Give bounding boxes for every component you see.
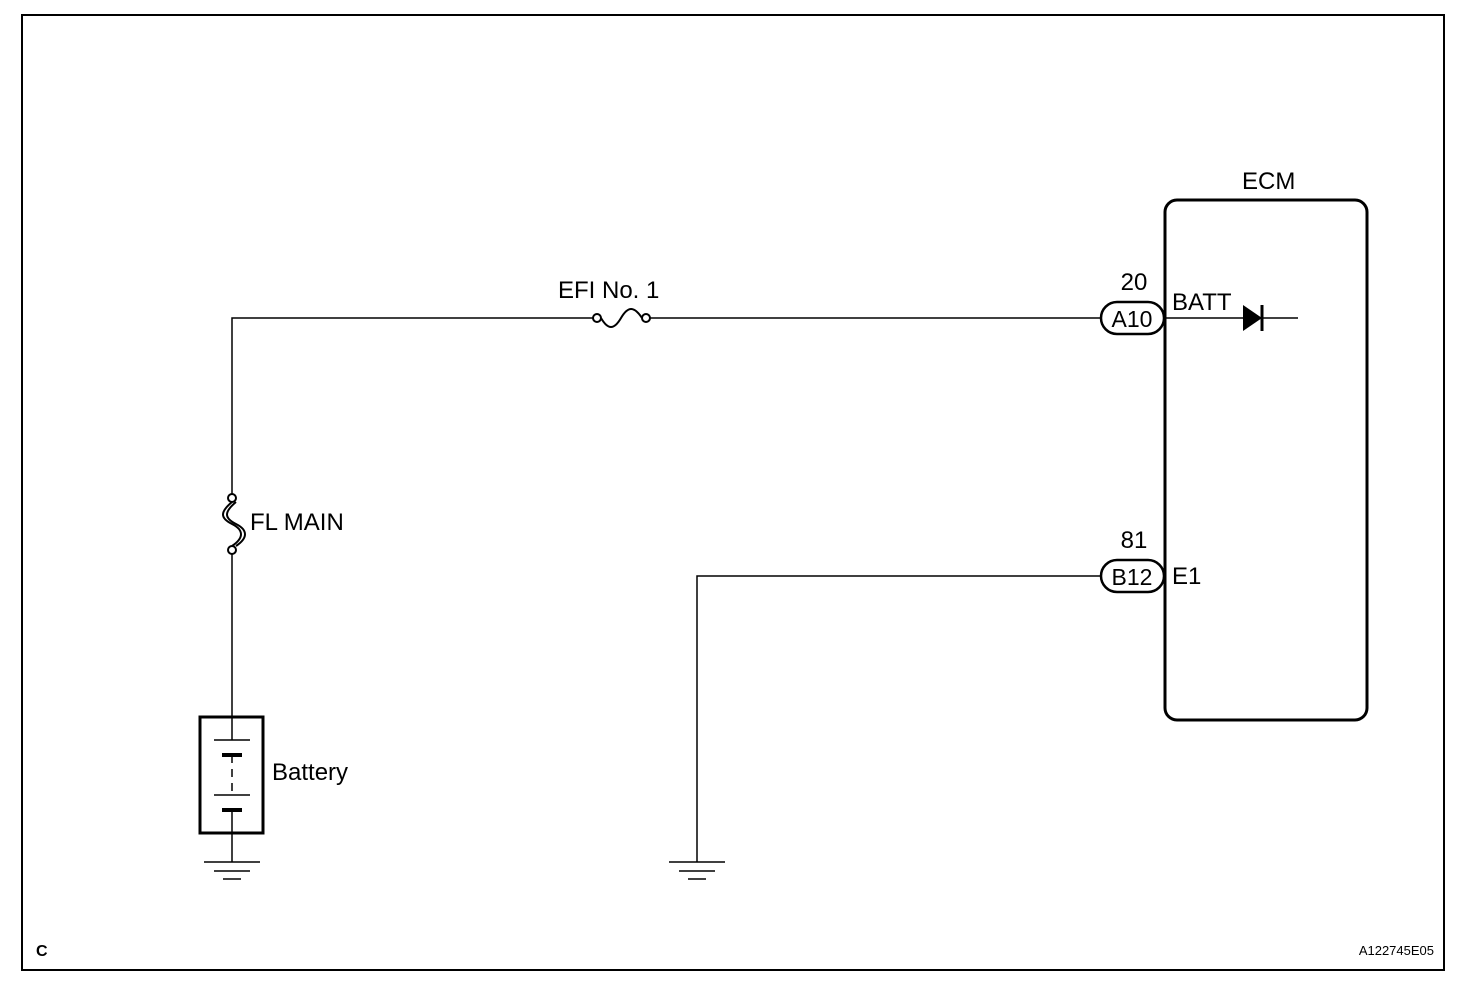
fl-main-label: FL MAIN — [250, 509, 344, 536]
battery-symbol — [198, 715, 265, 835]
connector-a10-id: A10 — [1112, 306, 1153, 332]
diode-icon — [1164, 305, 1298, 331]
fl-main-symbol — [222, 493, 246, 555]
batt-terminal-label: BATT — [1172, 289, 1232, 316]
efi-fuse-label: EFI No. 1 — [558, 277, 659, 304]
battery-label: Battery — [272, 759, 348, 786]
battery-ground-icon — [204, 861, 260, 880]
e1-terminal-label: E1 — [1172, 563, 1201, 590]
ecm-box — [1163, 198, 1369, 722]
figure-id: A122745E05 — [1359, 943, 1434, 958]
ecm-label: ECM — [1242, 168, 1295, 195]
connector-a10-pin: 20 — [1121, 269, 1148, 296]
connector-b12-pin: 81 — [1121, 527, 1148, 554]
power-wire — [231, 317, 1103, 862]
connector-b12 — [1099, 558, 1166, 594]
ground-wire — [696, 575, 1103, 862]
diagram-frame — [21, 14, 1445, 971]
corner-code: C — [36, 943, 48, 960]
ecm-ground-icon — [669, 861, 725, 880]
efi-fuse-symbol — [592, 308, 651, 328]
connector-b12-id: B12 — [1112, 564, 1153, 590]
